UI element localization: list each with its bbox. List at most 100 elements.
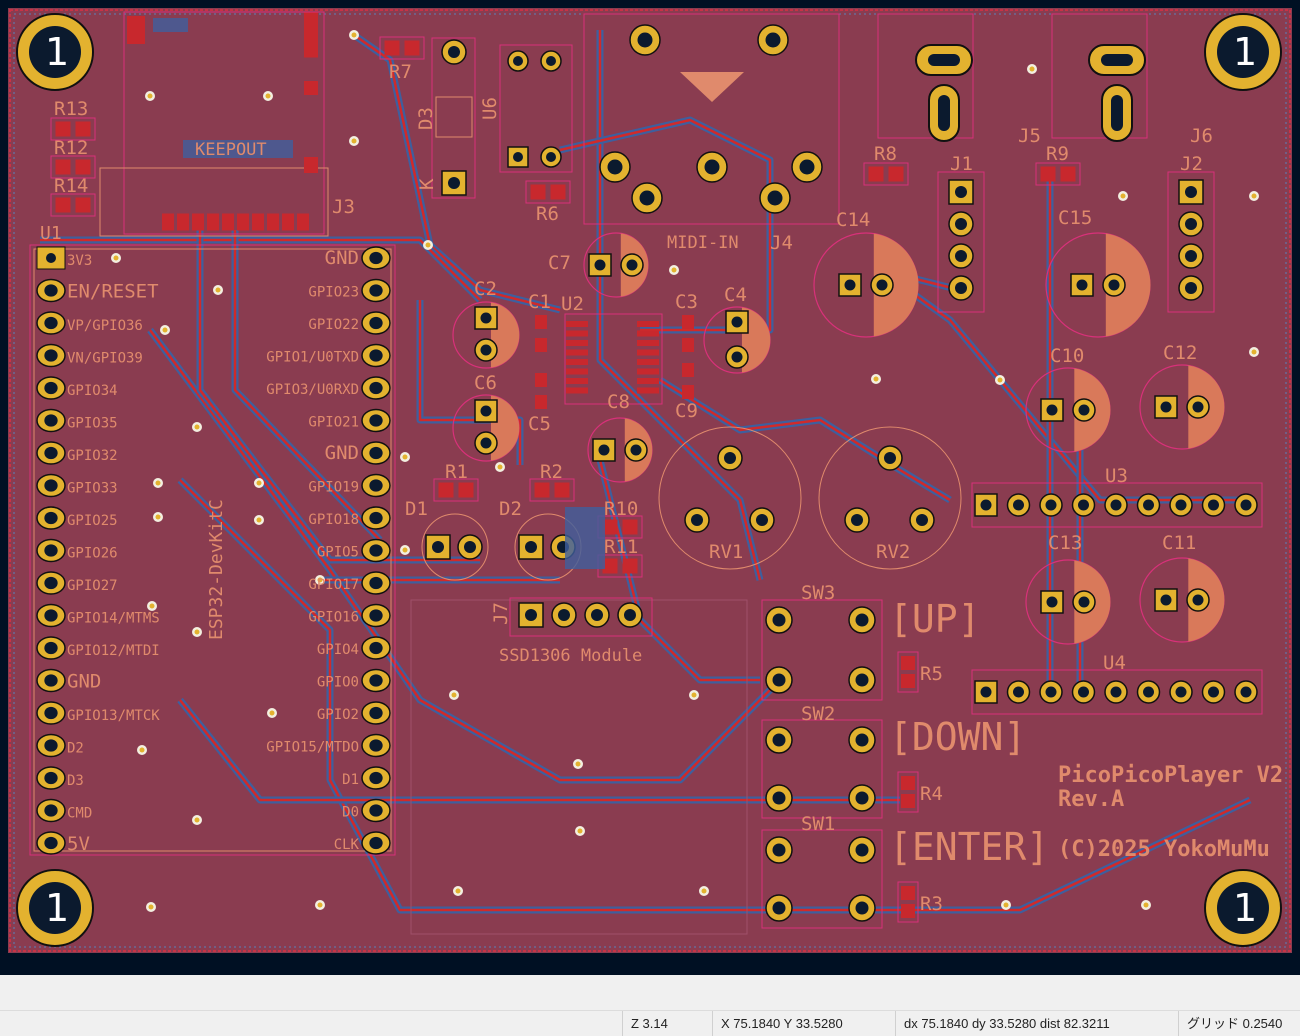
drill-hole — [480, 405, 492, 417]
ref-c13: C13 — [1048, 532, 1082, 554]
drill-hole — [480, 344, 492, 356]
drill-hole — [1143, 686, 1154, 698]
smd-pad — [637, 349, 659, 356]
courtyard — [50, 193, 96, 217]
via-hole — [194, 424, 200, 430]
trace-front — [40, 238, 481, 301]
button-label: [UP] — [889, 597, 981, 641]
drill-hole — [1078, 499, 1089, 511]
smd-pad — [682, 385, 694, 399]
drill-hole — [1046, 404, 1058, 416]
drill-slot — [928, 54, 960, 66]
drill-hole — [44, 316, 58, 330]
drill-hole — [767, 190, 783, 206]
esp32-right-pin-label: GPIO18 — [308, 512, 359, 528]
ref-c2: C2 — [474, 278, 497, 300]
smd-pad — [192, 213, 204, 231]
drill-hole — [772, 733, 786, 747]
smd-pad — [535, 395, 547, 409]
drill-hole — [546, 152, 556, 162]
smd-pad — [55, 121, 71, 137]
drill-hole — [44, 349, 58, 362]
smd-pad — [566, 349, 588, 356]
drill-hole — [955, 218, 967, 230]
drill-hole — [607, 159, 623, 175]
ref-c4: C4 — [724, 284, 747, 306]
via-hole — [402, 454, 408, 460]
smd-pad — [637, 378, 659, 384]
via-hole — [425, 242, 431, 248]
smd-pad — [868, 166, 884, 182]
via-hole — [997, 377, 1003, 383]
ref-k: K — [416, 178, 438, 190]
pot-outline — [658, 426, 802, 570]
esp32-right-pin-label: GPIO22 — [308, 317, 359, 333]
ref-c5: C5 — [528, 413, 551, 435]
via-hole — [155, 480, 161, 486]
courtyards — [29, 11, 1263, 935]
courtyard — [897, 881, 919, 923]
drill-hole — [44, 706, 58, 720]
via-hole — [256, 517, 262, 523]
mounting-hole-number: 1 — [1233, 30, 1257, 74]
drill-hole — [1185, 218, 1197, 230]
mounting-hole-drill — [1217, 882, 1269, 934]
ref-j2: J2 — [1180, 153, 1203, 175]
mounting-hole-number: 1 — [45, 886, 69, 930]
esp32-right-pin-label: GPIO21 — [308, 415, 359, 431]
drill-hole — [1160, 401, 1172, 413]
drill-hole — [799, 159, 815, 175]
drill-hole — [369, 674, 383, 687]
pot-outline — [818, 426, 962, 570]
courtyard — [897, 771, 919, 813]
via-hole — [317, 902, 323, 908]
drill-hole — [1185, 250, 1197, 262]
ref-d2: D2 — [499, 498, 522, 520]
drill-hole — [765, 32, 781, 48]
smd-pad — [1060, 166, 1076, 182]
smd-pad — [637, 368, 659, 375]
drill-hole — [1208, 686, 1219, 698]
drill-hole — [844, 279, 856, 291]
esp32-right-pin-label: GPIO16 — [308, 610, 359, 626]
drill-hole — [44, 446, 58, 460]
drill-hole — [369, 251, 383, 265]
esp32-right-pin-label: GPIO4 — [317, 642, 359, 658]
drill-hole — [1143, 499, 1154, 511]
ref-c11: C11 — [1162, 532, 1196, 554]
drill-hole — [704, 159, 720, 175]
drill-hole — [369, 349, 383, 362]
courtyard — [410, 599, 748, 935]
ref-r13: R13 — [54, 98, 88, 120]
status-bar: Z 3.14 X 75.1840 Y 33.5280 dx 75.1840 dy… — [0, 1010, 1300, 1036]
trace-front — [559, 118, 772, 200]
status-cursor-position: X 75.1840 Y 33.5280 — [712, 1011, 895, 1036]
smd-pad — [901, 794, 915, 808]
esp32-left-pin-label: GPIO32 — [67, 448, 118, 464]
smd-pad — [566, 330, 588, 337]
drill-hole — [44, 414, 58, 427]
drill-hole — [1013, 686, 1024, 698]
drill-hole — [44, 836, 58, 850]
drill-hole — [44, 641, 58, 655]
drill-hole — [1046, 596, 1058, 608]
drill-hole — [1192, 594, 1204, 606]
drill-hole — [1078, 404, 1090, 416]
drill-hole — [432, 541, 444, 553]
ref-c9: C9 — [675, 400, 698, 422]
drill-hole — [855, 901, 869, 915]
smd-pad — [384, 40, 400, 56]
via-hole — [1143, 902, 1149, 908]
drill-hole — [369, 316, 383, 330]
keepout-zone-small — [153, 18, 188, 32]
esp32-left-pin-label: GPIO12/MTDI — [67, 643, 160, 659]
ref-u6: U6 — [479, 97, 501, 120]
ref-rv1: RV1 — [709, 541, 743, 563]
via-hole — [162, 327, 168, 333]
drill-hole — [558, 609, 570, 621]
drill-hole — [598, 444, 610, 456]
drill-hole — [46, 253, 56, 263]
drill-hole — [369, 544, 383, 557]
courtyard — [1167, 171, 1215, 313]
